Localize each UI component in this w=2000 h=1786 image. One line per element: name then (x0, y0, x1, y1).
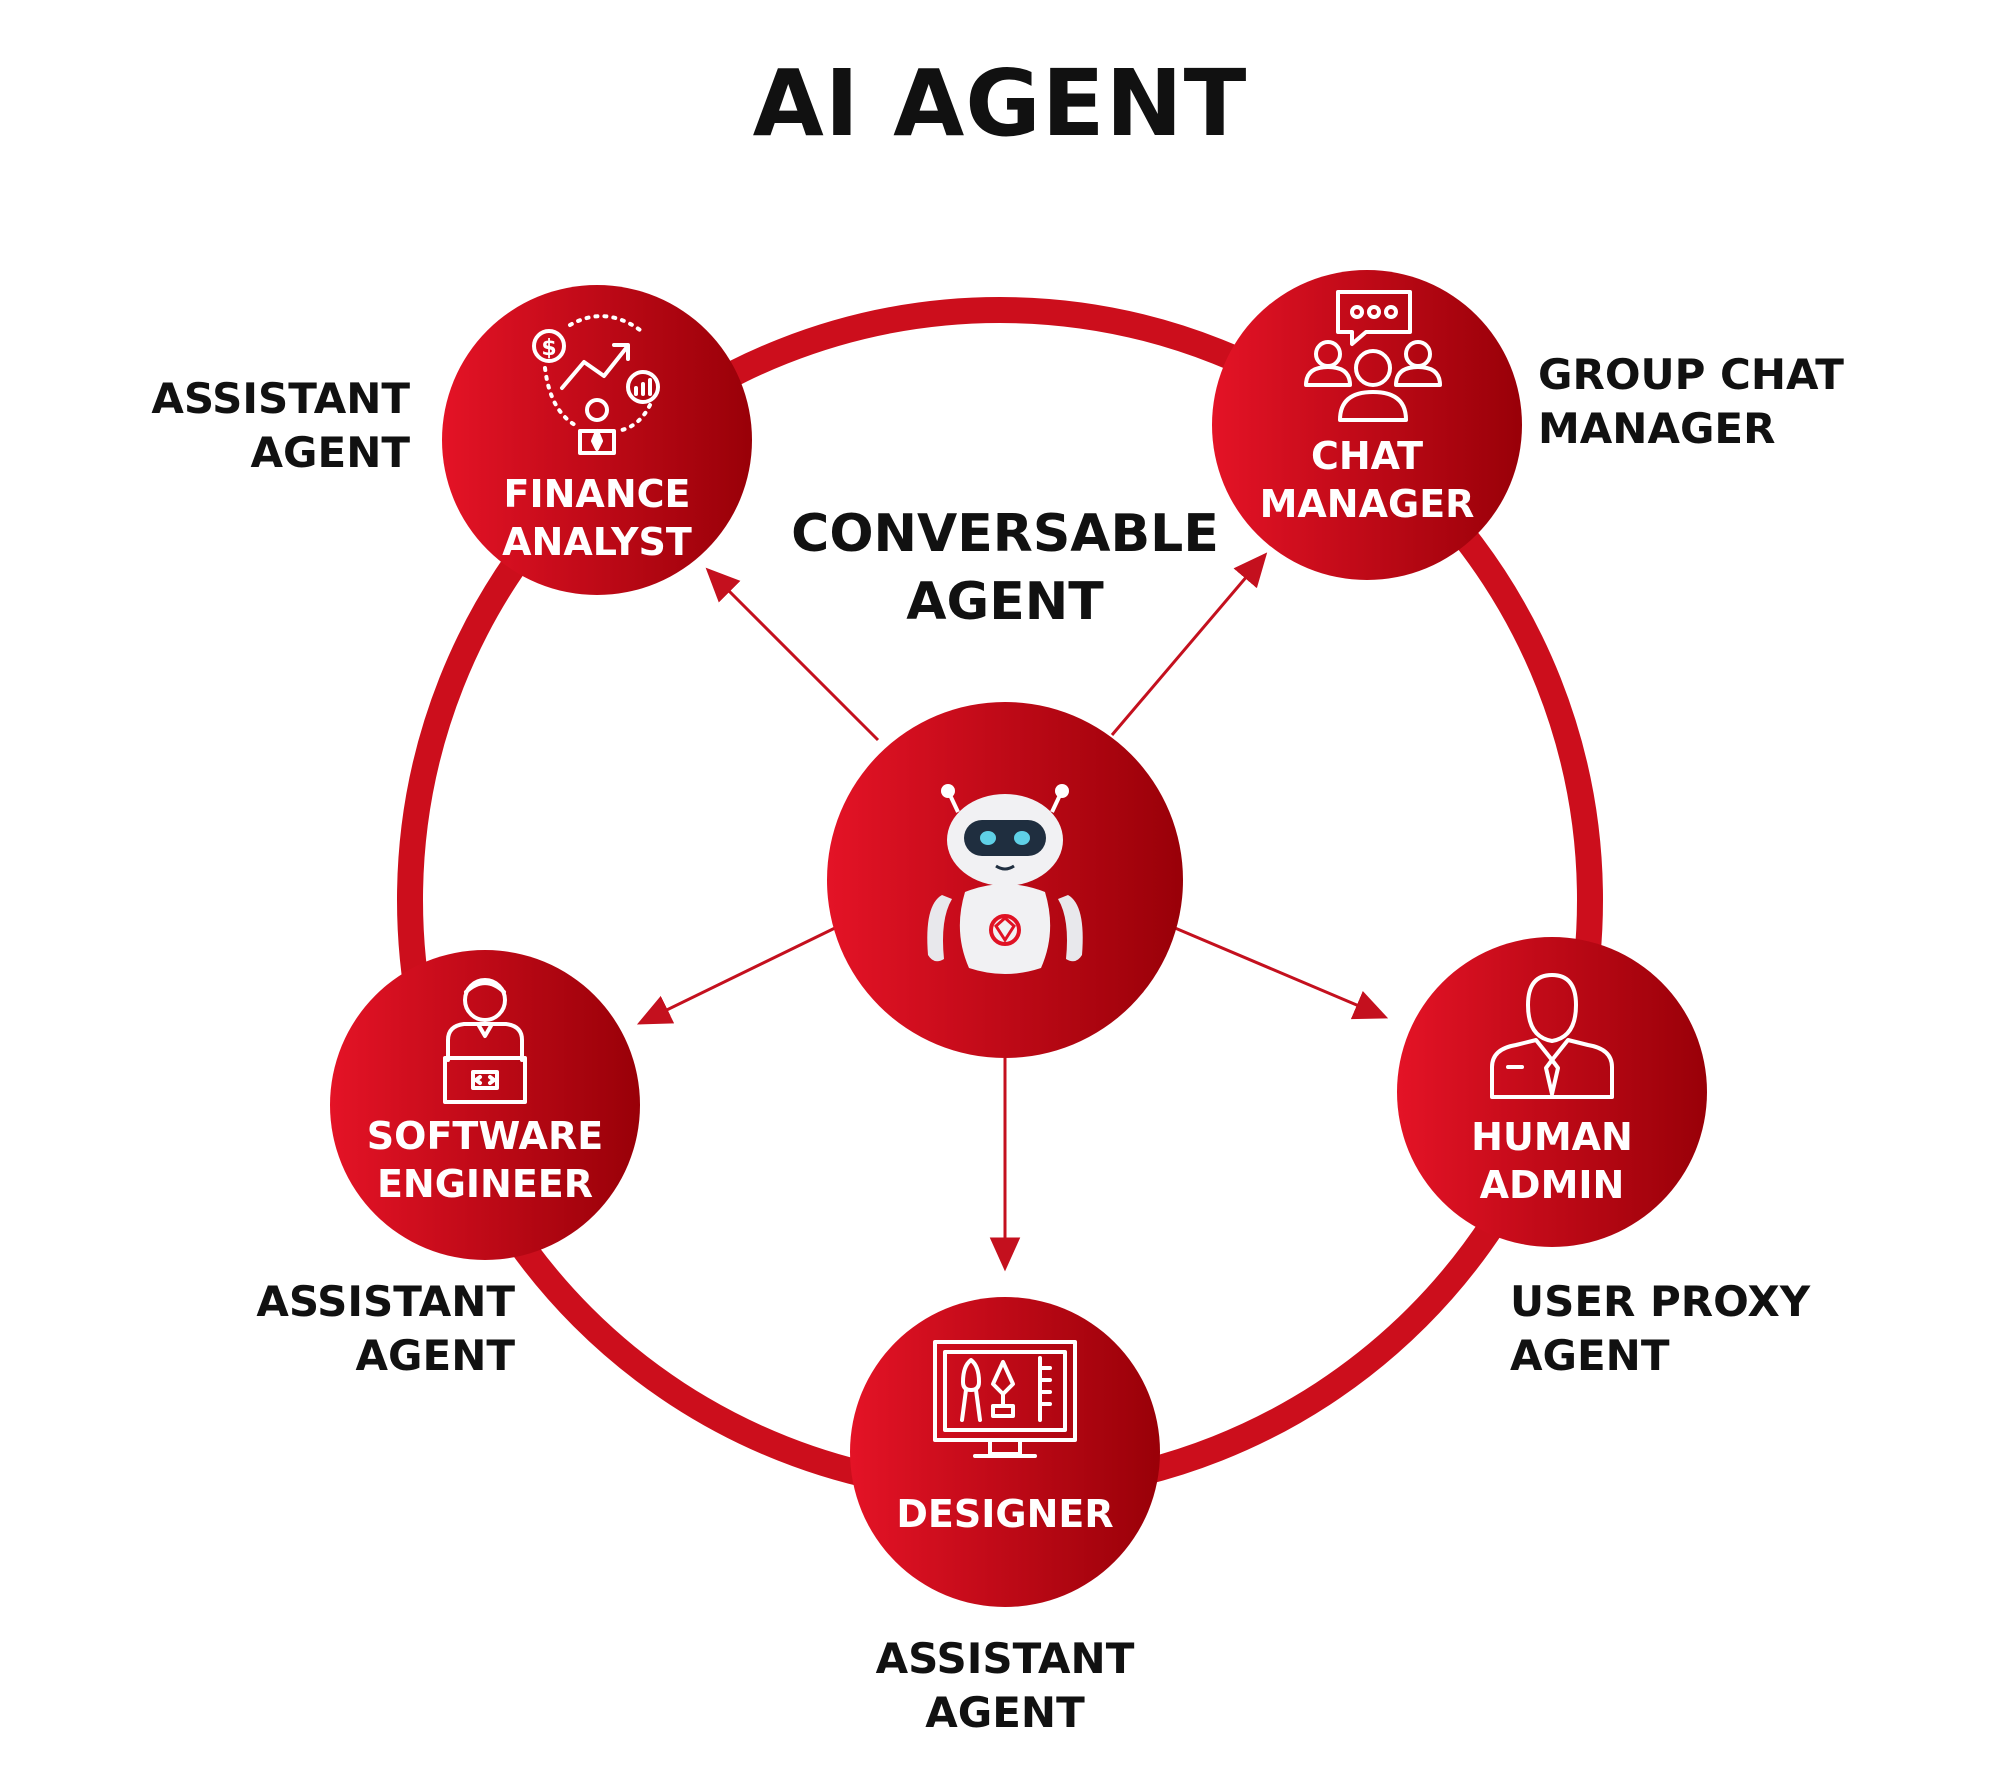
designer-node-label: DESIGNER (875, 1490, 1135, 1538)
finance-label-line1: FINANCE (503, 472, 691, 516)
software-label-line2: ENGINEER (376, 1162, 594, 1206)
node-software-engineer (330, 950, 640, 1260)
software-label-line1: SOFTWARE (366, 1114, 604, 1158)
finance-role-line1: ASSISTANT (151, 374, 410, 423)
svg-text:$: $ (541, 336, 556, 361)
finance-growth-icon: $ (532, 314, 660, 455)
software-role-label: ASSISTANT AGENT (235, 1275, 515, 1383)
software-role-line2: AGENT (355, 1331, 515, 1380)
chat-role-label: GROUP CHAT MANAGER (1538, 348, 1858, 456)
page-title: AI AGENT (752, 50, 1248, 157)
software-role-line1: ASSISTANT (256, 1277, 515, 1326)
chat-label-line1: CHAT (1310, 434, 1424, 478)
finance-label-line2: ANALYST (502, 520, 692, 564)
finance-role-line2: AGENT (250, 428, 410, 477)
designer-label-line1: DESIGNER (896, 1492, 1114, 1536)
finance-node-label: FINANCE ANALYST (487, 470, 707, 566)
chat-label-line2: MANAGER (1259, 482, 1475, 526)
node-chat-manager (1212, 270, 1522, 580)
human-node-label: HUMAN ADMIN (1422, 1113, 1682, 1209)
chat-node-label: CHAT MANAGER (1237, 432, 1497, 528)
human-label-line1: HUMAN (1471, 1115, 1633, 1159)
designer-role-line1: ASSISTANT (875, 1634, 1135, 1683)
design-monitor-icon (933, 1340, 1077, 1458)
robot-icon (927, 784, 1083, 974)
developer-laptop-icon (443, 978, 527, 1104)
human-role-label: USER PROXY AGENT (1510, 1275, 1830, 1383)
center-label: CONVERSABLE AGENT (760, 500, 1250, 636)
group-chat-icon (1304, 290, 1442, 422)
businessman-icon (1490, 973, 1614, 1099)
designer-role-label: ASSISTANT AGENT (865, 1632, 1145, 1740)
chat-role-line2: MANAGER (1538, 404, 1776, 453)
designer-role-line2: AGENT (925, 1688, 1085, 1737)
arrows (636, 552, 1389, 1272)
arrow-to-software (636, 926, 836, 1025)
arrow-to-finance (705, 567, 880, 742)
center-label-line1: CONVERSABLE (791, 504, 1219, 564)
arrow-to-chat (1110, 552, 1268, 736)
software-node-label: SOFTWARE ENGINEER (355, 1112, 615, 1208)
human-role-line2: AGENT (1510, 1331, 1670, 1380)
human-role-line1: USER PROXY (1510, 1277, 1811, 1326)
center-label-line2: AGENT (906, 572, 1104, 632)
chat-role-line1: GROUP CHAT (1538, 350, 1844, 399)
finance-role-label: ASSISTANT AGENT (130, 372, 410, 480)
arrow-to-human (1174, 926, 1389, 1020)
human-label-line2: ADMIN (1479, 1163, 1625, 1207)
